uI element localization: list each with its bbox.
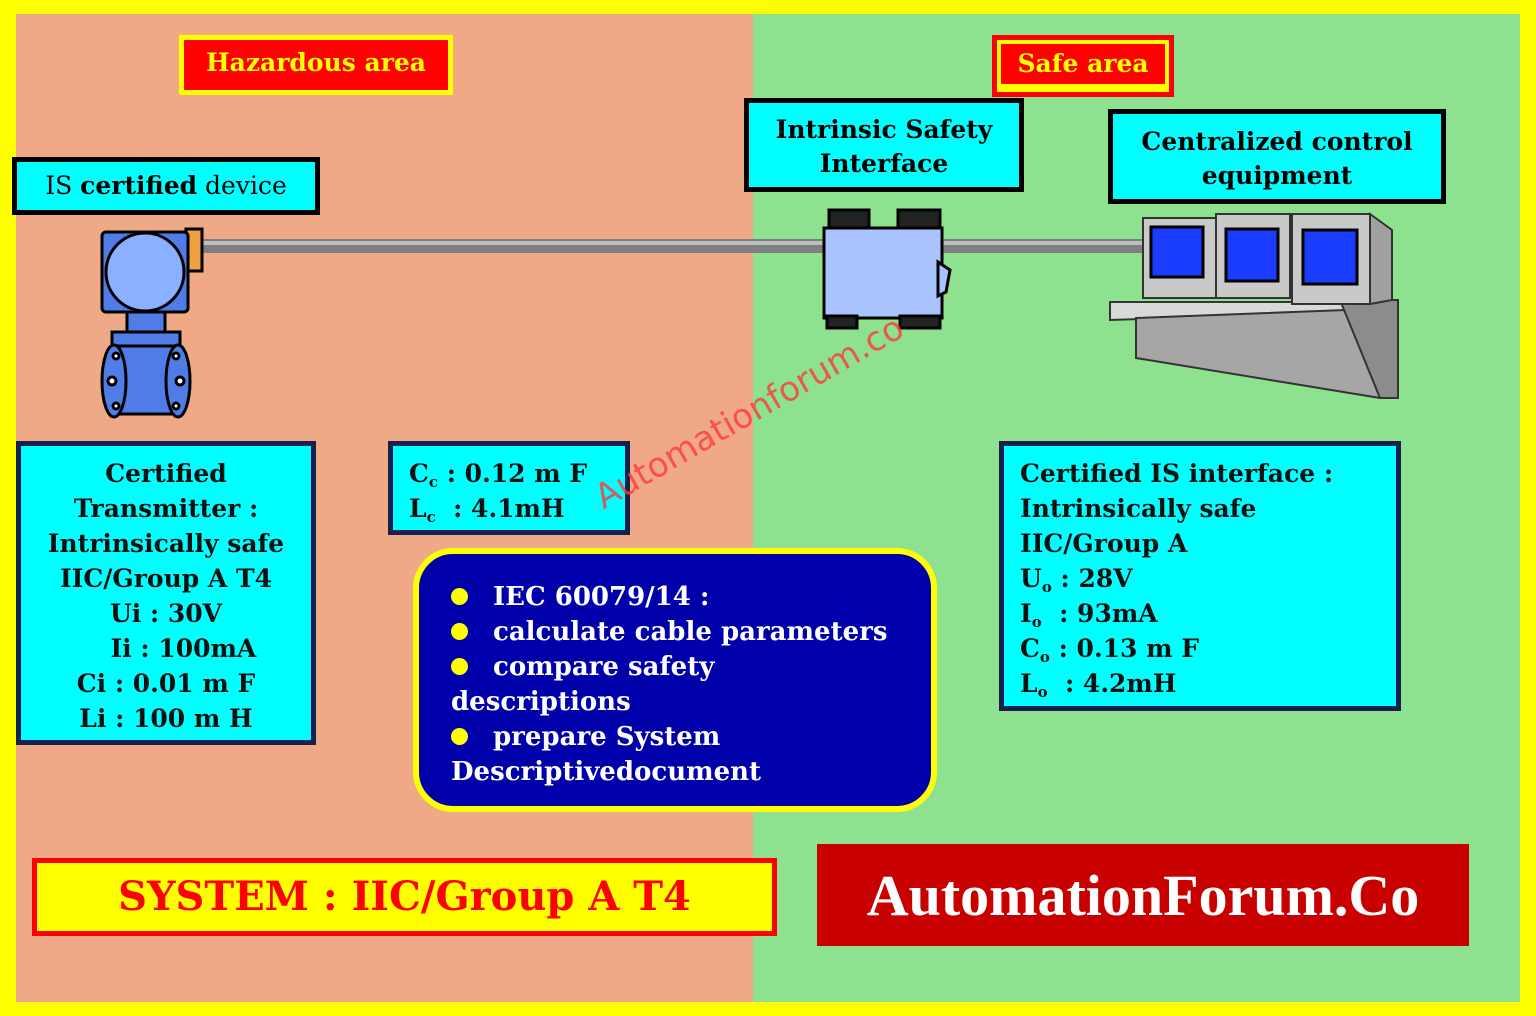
interface-label-line: Interface <box>819 149 949 178</box>
cable-capacitance-line: Cc : 0.12 m F <box>409 459 588 491</box>
system-classification-banner: SYSTEM : IIC/Group A T4 <box>32 858 777 936</box>
interface-label-line: Intrinsic Safety <box>775 115 993 144</box>
bullet-icon <box>451 728 468 745</box>
spec-line: Li : 100 m H <box>79 704 253 733</box>
iec-step-text: prepare System <box>493 722 721 752</box>
spec-line: Certified IS interface : <box>1020 459 1334 488</box>
output-voltage-line: Uo : 28V <box>1020 564 1133 596</box>
hazardous-area-tag: Hazardous area <box>179 35 453 95</box>
bullet-icon <box>451 588 468 605</box>
cable-line <box>200 239 1150 253</box>
iec-step-item: compare safety <box>447 650 911 685</box>
iec-step-text: IEC 60079/14 : <box>493 582 710 612</box>
spec-line: Ii : 100mA <box>75 634 257 663</box>
iec-step-text: compare safety <box>493 652 715 682</box>
hazardous-area-label: Hazardous area <box>206 48 426 77</box>
system-classification-text: SYSTEM : IIC/Group A T4 <box>37 863 772 931</box>
safe-area-label: Safe area <box>1001 44 1165 84</box>
spec-line: Certified <box>105 459 227 488</box>
spec-line: Ui : 30V <box>109 599 223 628</box>
iec-step-item: prepare System <box>447 720 911 755</box>
is-interface-spec-box: Certified IS interface : Intrinsically s… <box>999 441 1401 711</box>
brand-logo: AutomationForum.Co <box>817 844 1469 946</box>
iec-step-item: IEC 60079/14 : <box>447 580 911 615</box>
spec-line: IIC/Group A <box>1020 529 1188 558</box>
transmitter-spec-box: Certified Transmitter : Intrinsically sa… <box>16 441 316 745</box>
intrinsic-safety-interface-label: Intrinsic Safety Interface <box>744 98 1024 192</box>
control-label-line: Centralized control <box>1141 127 1413 156</box>
cable-parameters-box: Cc : 0.12 m F Lc : 4.1mH <box>388 441 630 535</box>
device-label-bold: certified <box>80 171 198 200</box>
spec-line: Ci : 0.01 m F <box>76 669 256 698</box>
iec-step-continuation: descriptions <box>451 687 631 717</box>
iec-step-text: calculate cable parameters <box>493 617 888 647</box>
output-capacitance-line: Co : 0.13 m F <box>1020 634 1200 666</box>
output-inductance-line: Lo : 4.2mH <box>1020 669 1177 701</box>
transmitter-icon <box>100 227 204 419</box>
bullet-icon <box>451 658 468 675</box>
spec-line: Intrinsically safe <box>1020 494 1257 523</box>
cable-inductance-line: Lc : 4.1mH <box>409 494 565 526</box>
iec-step-continuation: Descriptivedocument <box>451 757 762 787</box>
control-label-line: equipment <box>1201 161 1353 190</box>
device-label-suffix: device <box>197 171 287 200</box>
centralized-control-equipment-label: Centralized control equipment <box>1108 109 1446 204</box>
is-interface-module-icon <box>822 208 952 330</box>
device-label-prefix: IS <box>45 171 81 200</box>
control-console-icon <box>1109 212 1399 399</box>
output-current-line: Io : 93mA <box>1020 599 1158 631</box>
spec-line: IIC/Group A T4 <box>59 564 273 593</box>
spec-line: Intrinsically safe <box>47 529 285 558</box>
bullet-icon <box>451 623 468 640</box>
is-certified-device-label: IS certified device <box>12 157 320 215</box>
safe-area-tag: Safe area <box>992 35 1174 97</box>
iec-step-item: calculate cable parameters <box>447 615 911 650</box>
iec-steps-box: IEC 60079/14 : calculate cable parameter… <box>413 548 937 812</box>
spec-line: Transmitter : <box>73 494 259 523</box>
